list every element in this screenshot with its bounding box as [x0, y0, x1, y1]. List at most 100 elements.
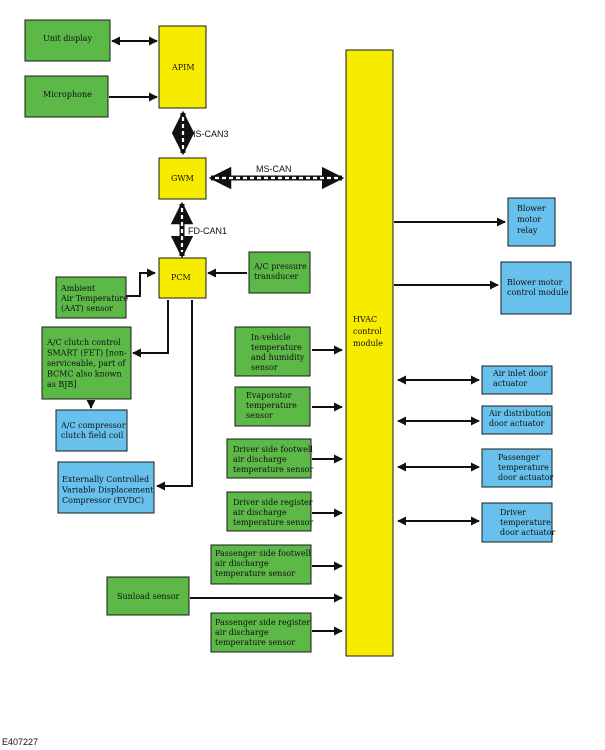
label-line: A/C clutch control [46, 338, 121, 347]
hs-can3-label: HS-CAN3 [189, 129, 229, 139]
label-line: A/C pressure [253, 262, 307, 271]
label-line: module [353, 339, 383, 348]
label-line: BCMC also known [47, 370, 122, 379]
label-line: door actuator [498, 473, 554, 482]
figure-id: E407227 [2, 737, 38, 747]
unit-display-node: Unit display [24, 19, 111, 62]
label-line: Sunload sensor [117, 592, 180, 601]
label-line: and humidity [251, 353, 305, 362]
label-line: air discharge [233, 508, 287, 517]
microphone-node: Microphone [24, 75, 109, 118]
label-line: transducer [254, 272, 299, 281]
label-line: temperature sensor [233, 465, 313, 474]
label-line: clutch field coil [61, 431, 124, 440]
label-line: serviceable, part of [47, 359, 127, 368]
label-line: APIM [171, 63, 195, 72]
sunload-sensor-node: Sunload sensor [106, 576, 190, 616]
wire-pcm-clutch-control [132, 300, 169, 358]
label-line: Ambient [60, 284, 96, 293]
label-line: Microphone [43, 90, 92, 99]
label-line: Air Temperature [60, 294, 128, 303]
label-line: PCM [171, 273, 191, 282]
label-line: air discharge [233, 455, 287, 464]
label-line: relay [517, 226, 538, 235]
label-line: Externally Controlled [62, 475, 149, 484]
label-line: Blower motor [507, 278, 563, 287]
label-line: In-vehicle [251, 333, 291, 342]
sunload-sensor-label: Sunload sensor [117, 592, 180, 601]
gwm-label: GWM [171, 174, 194, 183]
pcm-label: PCM [171, 273, 191, 282]
wire-pcm-evdc [156, 300, 193, 491]
label-line: door actuator [489, 419, 545, 428]
label-line: as BJB] [47, 380, 77, 389]
label-line: control module [507, 288, 569, 297]
label-line: Driver side footwell [233, 445, 313, 454]
label-line: Air distribution [488, 409, 551, 418]
unit-display-label: Unit display [43, 34, 92, 43]
ms-can-label: MS-CAN [256, 164, 292, 174]
label-line: air discharge [215, 628, 269, 637]
label-line: Evaporator [246, 391, 292, 400]
label-line: sensor [246, 411, 273, 420]
label-line: control [353, 327, 382, 336]
label-line: Passenger [498, 453, 540, 462]
label-line: Variable Displacement [61, 486, 154, 495]
label-line: Air inlet door [492, 369, 547, 378]
label-line: sensor [251, 363, 278, 372]
label-line: temperature [251, 343, 302, 352]
wire-aat-pcm [126, 268, 156, 297]
label-line: Compressor (EVDC) [62, 496, 144, 505]
label-line: Driver side register [233, 498, 313, 507]
apim-node: APIM [158, 25, 207, 109]
label-line: GWM [171, 174, 194, 183]
label-line: temperature [246, 401, 297, 410]
label-line: actuator [493, 379, 527, 388]
gwm-node: GWM [158, 157, 207, 200]
label-line: SMART (FET) [non- [47, 349, 127, 358]
label-line: door actuator [500, 528, 556, 537]
label-line: Passenger side footwell [215, 549, 311, 558]
microphone-label: Microphone [43, 90, 92, 99]
label-line: temperature [500, 518, 551, 527]
label-line: temperature sensor [215, 638, 295, 647]
label-line: Unit display [43, 34, 92, 43]
connections [86, 36, 506, 636]
label-line: Blower [517, 204, 546, 213]
label-line: A/C compressor [60, 421, 126, 430]
label-line: temperature [498, 463, 549, 472]
